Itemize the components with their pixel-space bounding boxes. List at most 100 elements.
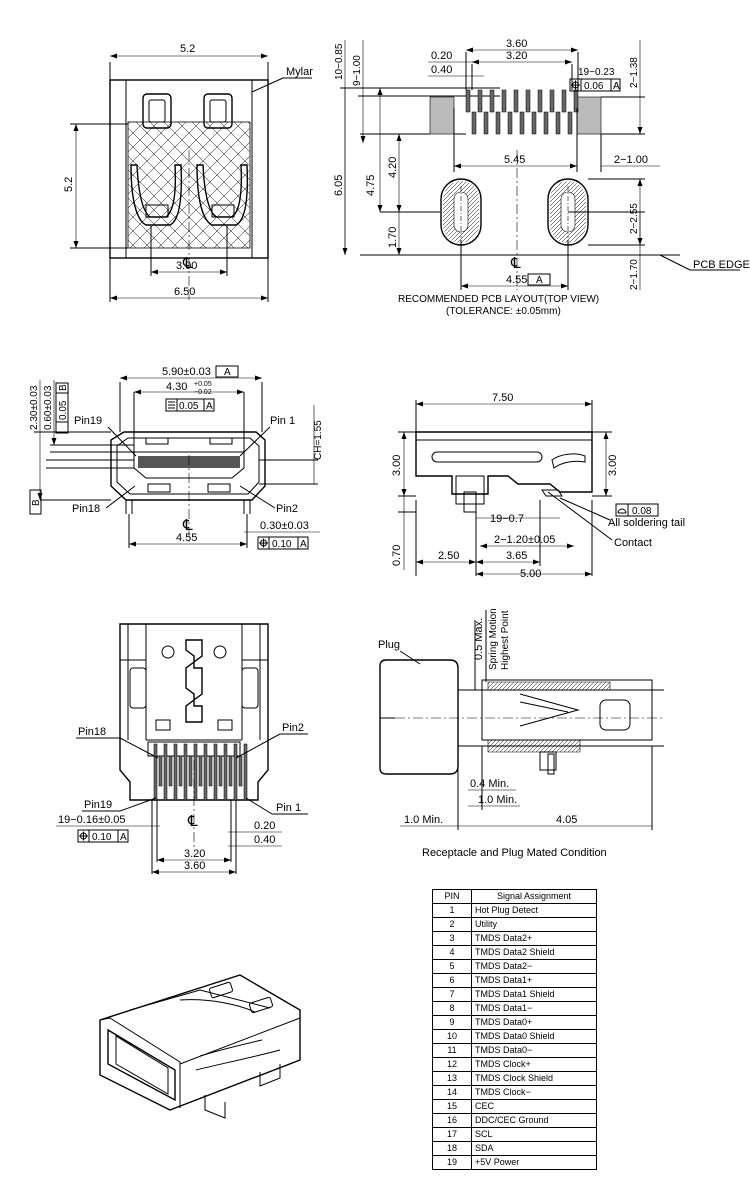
bottom-pins [153, 743, 248, 801]
pin-number: 12 [432, 1057, 472, 1072]
dim-19-023: 19−0.23 [578, 67, 615, 78]
front-position-tolerance-frame: 0.10 A [257, 536, 309, 550]
dim-10-085: 10−0.85 [334, 43, 345, 80]
signal-name: CEC [471, 1099, 597, 1114]
ch-dim: CH=1.55 [313, 420, 324, 460]
pin-number: 4 [432, 945, 472, 960]
pin18-label: Pin18 [72, 503, 100, 515]
signal-name: Hot Plug Detect [471, 903, 597, 918]
min-10-b-label: 1.0 Min. [404, 814, 443, 826]
pin-number: 13 [432, 1071, 472, 1086]
signal-name: TMDS Clock Shield [471, 1071, 597, 1086]
bottom-pin1-label: Pin 1 [276, 802, 301, 814]
isometric-view [99, 974, 301, 1119]
pin-number: 1 [432, 903, 472, 918]
pin-number: 7 [432, 987, 472, 1002]
dim-2-255: 2−2.55 [629, 203, 640, 234]
front-datum-a: A [224, 367, 231, 378]
pin-number: 5 [432, 959, 472, 974]
bottom-pin2-label: Pin2 [282, 722, 304, 734]
all-soldering-tail-label: All soldering tail [608, 517, 685, 529]
position-tolerance-frame: 0.06 A [569, 78, 621, 92]
dim-420: 4.20 [387, 157, 399, 178]
front-tolerance1-datum: A [206, 401, 213, 412]
front-tolerance3-value: 0.10 [272, 539, 292, 550]
signal-column-header: Signal Assignment [471, 889, 597, 904]
dim-19-016: 19−0.16±0.05 [58, 814, 126, 826]
dim-250: 2.50 [438, 550, 459, 562]
top-view: 5.2 Mylar 5.2 ℄ 3.00 6.50 [63, 43, 313, 302]
pin1-label: Pin 1 [270, 415, 295, 427]
highest-point-label: Highest Point [500, 610, 511, 670]
front-view: 5.90±0.03 A 4.30 +0.05 −0.02 0.05 A 2.30… [29, 365, 324, 550]
signal-name: Utility [471, 917, 597, 932]
dim-2-138: 2−1.38 [629, 57, 640, 88]
signal-name: TMDS Clock+ [471, 1057, 597, 1072]
dim-070: 0.70 [391, 545, 403, 566]
vertical-tolerance-frame: 0.05 B [55, 382, 69, 434]
front-tolerance3-datum: A [300, 539, 307, 550]
pcb-layout: 10−0.85 9−1.00 3.60 3.20 0.20 0.40 19−0.… [333, 38, 750, 317]
bottom-dim-320: 3.20 [184, 848, 205, 860]
top-view-height-dim: 5.2 [63, 177, 75, 192]
max-05-label: 0.5 Max. [473, 618, 485, 660]
signal-name: TMDS Data2 Shield [471, 945, 597, 960]
pcb-caption-line1: RECOMMENDED PCB LAYOUT(TOP VIEW) [398, 294, 599, 305]
dim-300-right: 3.00 [607, 455, 619, 476]
signal-name: DDC/CEC Ground [471, 1113, 597, 1128]
pcb-centerline: ℄ [510, 255, 521, 272]
pcb-edge-label: PCB EDGE [693, 259, 750, 271]
flatness-value: 0.08 [632, 506, 652, 517]
side-view: 7.50 3.00 3.00 0.08 All soldering tail 1… [391, 392, 685, 580]
contact-label: Contact [614, 537, 652, 549]
dim-475: 4.75 [365, 175, 377, 196]
pcb-caption-line2: (TOLERANCE: ±0.05mm) [446, 306, 561, 317]
dim-430: 4.30 [166, 381, 187, 393]
dim-430-plus: +0.05 [194, 381, 212, 388]
dim-430-minus: −0.02 [194, 389, 212, 396]
dim-545: 5.45 [504, 154, 525, 166]
pcb-tolerance-datum: A [613, 81, 620, 92]
dim-360: 3.60 [506, 38, 527, 50]
signal-name: TMDS Data1− [471, 1001, 597, 1016]
front-tolerance2-datum: B [58, 384, 69, 391]
signal-name: TMDS Data0 Shield [471, 1029, 597, 1044]
min-04-label: 0.4 Min. [470, 778, 509, 790]
pin-number: 18 [432, 1141, 472, 1156]
pcb-tolerance-value: 0.06 [584, 81, 604, 92]
dim-2-100: 2−1.00 [614, 154, 648, 166]
top-view-centerline: ℄ [182, 255, 193, 272]
dim-060: 0.60±0.03 [43, 385, 54, 430]
mated-view: Plug 0.5 Max. Spring Motion Highest Poin… [378, 608, 664, 859]
bottom-pin19-label: Pin19 [84, 799, 112, 811]
pin-number: 3 [432, 931, 472, 946]
top-view-pitch-dim: 3.00 [176, 260, 197, 272]
dim-320: 3.20 [506, 50, 527, 62]
dim-605: 6.05 [333, 175, 345, 196]
bottom-dim-020: 0.20 [254, 820, 275, 832]
pin-number: 14 [432, 1085, 472, 1100]
pin-column-header: PIN [432, 889, 472, 904]
dim-300-left: 3.00 [391, 455, 403, 476]
front-dim-455: 4.55 [176, 532, 197, 544]
signal-name: TMDS Clock− [471, 1085, 597, 1100]
signal-name: TMDS Data0− [471, 1043, 597, 1058]
signal-name: TMDS Data0+ [471, 1015, 597, 1030]
top-view-width-dim: 5.2 [180, 43, 195, 55]
pin-number: 10 [432, 1029, 472, 1044]
